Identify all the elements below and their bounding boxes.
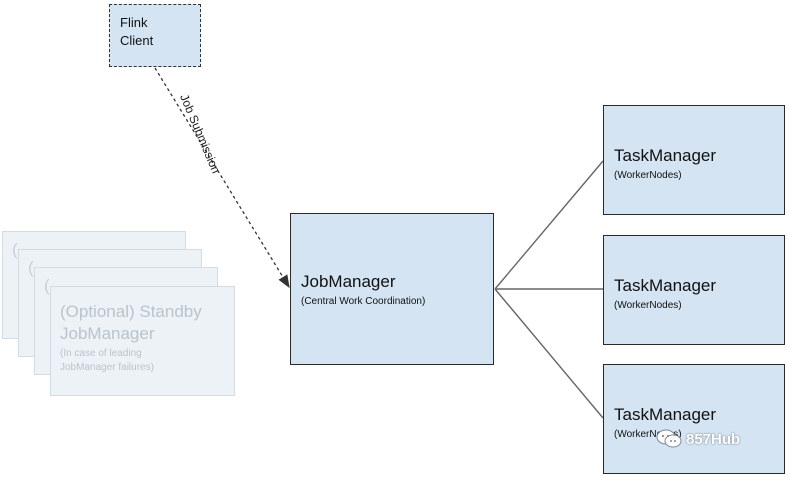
watermark: 857Hub — [656, 429, 740, 449]
standby-subtitle: (In case of leading JobManager failures) — [60, 348, 154, 373]
taskmanager-subtitle: (WorkerNodes) — [614, 170, 682, 181]
job-submission-arrow — [154, 67, 290, 289]
standby-jobmanager-node: (Optional) Standby JobManager (In case o… — [50, 286, 235, 396]
jobmanager-title: JobManager — [301, 272, 396, 291]
taskmanager-title: TaskManager — [614, 405, 717, 424]
flink-client-node: Flink Client — [109, 4, 201, 67]
taskmanager-node-3: TaskManager (WorkerNodes) — [603, 364, 785, 474]
link-taskmanager-3 — [494, 288, 604, 419]
link-taskmanager-1 — [494, 160, 604, 290]
watermark-text: 857Hub — [686, 430, 741, 448]
client-label-line2: Client — [120, 33, 154, 48]
standby-ghost-text: ( — [12, 240, 18, 259]
taskmanager-node-2: TaskManager (WorkerNodes) — [603, 235, 785, 345]
standby-title: (Optional) Standby JobManager — [60, 302, 202, 343]
jobmanager-subtitle: (Central Work Coordination) — [301, 296, 426, 307]
taskmanager-node-1: TaskManager (WorkerNodes) — [603, 105, 785, 215]
taskmanager-subtitle: (WorkerNodes) — [614, 300, 682, 311]
standby-ghost-text: ( — [28, 258, 34, 277]
taskmanager-subtitle: (WorkerNodes) — [614, 429, 682, 440]
client-label-line1: Flink — [120, 15, 148, 30]
taskmanager-title: TaskManager — [614, 276, 717, 295]
standby-ghost-text: ( — [44, 276, 50, 295]
jobmanager-node: JobManager (Central Work Coordination) — [290, 213, 494, 365]
taskmanager-title: TaskManager — [614, 146, 717, 165]
wechat-icon — [656, 429, 682, 448]
